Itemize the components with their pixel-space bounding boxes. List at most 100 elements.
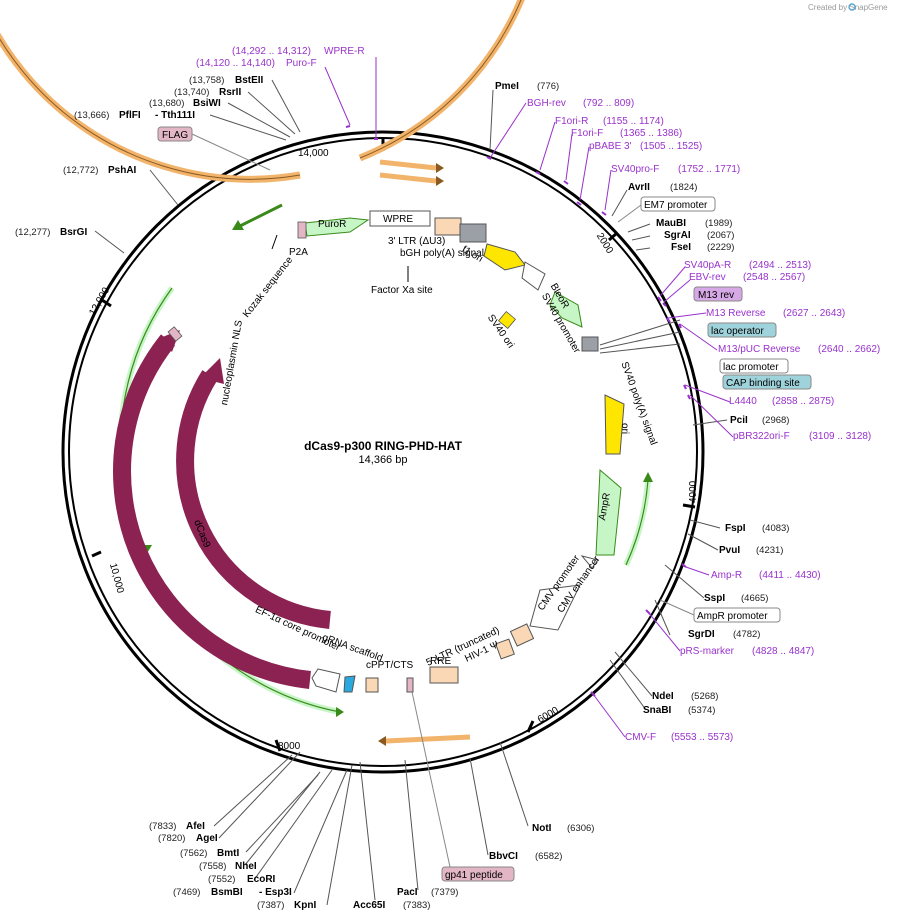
ef1a-promoter-arrow <box>311 668 341 693</box>
green-arc-right-edge <box>625 479 649 566</box>
primer-m13-reverse: M13 Reverse <box>706 308 766 319</box>
enzyme-ndei-pos: (5268) <box>691 691 718 702</box>
primer-bgh-rev-pos: (792 .. 809) <box>583 98 634 109</box>
enzyme-maubi: MauBI <box>656 218 686 229</box>
primer-f1ori-r: F1ori-R <box>555 116 588 127</box>
enzyme-nhei-pos: (7558) <box>199 861 226 872</box>
enzyme-fspi: FspI <box>725 523 746 534</box>
enzyme-pshai-pos: (12,772) <box>63 165 98 176</box>
feature-nucleoplasmin-nls: nucleoplasmin NLS <box>219 319 245 406</box>
nls-box <box>167 326 183 342</box>
dcas9-arc <box>113 334 311 689</box>
feature-cas9: Cas9 <box>226 513 245 539</box>
enzyme-bbvci: BbvCI <box>489 851 518 862</box>
enzyme-ndei: NdeI <box>652 691 674 702</box>
green-arc-top <box>239 203 283 228</box>
orange-arc-top-1 <box>379 159 437 171</box>
m13-rev-label-box: M13 rev <box>693 286 743 302</box>
orange-arc-bottom <box>385 734 471 744</box>
feature-p2a: P2A <box>289 247 308 258</box>
primer-m13-puc-reverse-pos: (2640 .. 2662) <box>818 344 880 355</box>
bgh-polya-box <box>459 223 487 243</box>
enzyme-paci-pos: (7379) <box>431 887 458 898</box>
feature-puror: PuroR <box>318 219 346 230</box>
feature-leader-2 <box>599 331 681 350</box>
enzyme-kpni-pos: (7387) <box>257 900 284 911</box>
enzyme-leaders <box>94 79 728 906</box>
orange-arc-top-2 <box>379 172 437 184</box>
enzyme-pflfi-pos: (13,666) <box>74 110 109 121</box>
enzyme-nhei: NheI <box>235 861 257 872</box>
enzyme-paci: PacI <box>397 887 418 898</box>
m13-rev-label: M13 rev <box>698 290 734 301</box>
feature-cppt: cPPT/CTS <box>366 660 414 671</box>
primer-f1ori-r-pos: (1155 .. 1174) <box>603 116 664 127</box>
enzyme-bsmbi-pos: (7469) <box>173 887 200 898</box>
enzyme-sgrai: SgrAI <box>664 230 691 241</box>
enzyme-afei: AfeI <box>186 821 205 832</box>
primer-m13-reverse-pos: (2627 .. 2643) <box>783 308 845 319</box>
orange-arrow-head-1 <box>436 163 444 173</box>
enzyme-sgrdi: SgrDI <box>688 629 715 640</box>
flag-label-box: FLAG <box>157 126 193 142</box>
primer-amp-r: Amp-R <box>711 570 742 581</box>
primer-pbabe3: pBABE 3' <box>589 141 632 152</box>
primer-sv40pa-r-pos: (2494 .. 2513) <box>749 260 811 271</box>
enzyme-acc65i: Acc65I <box>353 900 385 911</box>
enzyme-bsteii: BstEII <box>235 75 264 86</box>
primer-sv40pro-f: SV40pro-F <box>611 164 659 175</box>
cas9-arrow-head <box>200 358 224 384</box>
enzyme-sgrdi-pos: (4782) <box>733 629 760 640</box>
lac-promoter-label-box: lac promoter <box>719 358 789 374</box>
puror-arrow <box>304 217 370 237</box>
ori-arrow <box>604 394 625 455</box>
green-arrow-head-top <box>232 220 244 230</box>
primer-l4440-pos: (2858 .. 2875) <box>772 396 834 407</box>
enzyme-bsmbi: BsmBI <box>211 887 243 898</box>
enzyme-tth111i: - Tth111I <box>155 110 195 121</box>
plasmid-size: 14,366 bp <box>359 454 408 466</box>
wpre-box <box>369 210 431 227</box>
enzyme-snabi: SnaBI <box>643 705 672 716</box>
tick-8000: 8000 <box>278 741 301 752</box>
primer-m13-puc-reverse: M13/pUC Reverse <box>718 344 801 355</box>
enzyme-bmti: BmtI <box>217 848 239 859</box>
enzyme-sspi-pos: (4665) <box>741 593 768 604</box>
enzyme-agei-pos: (7820) <box>158 833 185 844</box>
enzyme-avrii: AvrII <box>628 182 650 193</box>
tick-6000: 6000 <box>536 705 561 726</box>
primer-ebv-rev-pos: (2548 .. 2567) <box>743 272 805 283</box>
primer-sv40pa-r: SV40pA-R <box>684 260 731 271</box>
enzyme-acc65i-pos: (7383) <box>403 900 430 911</box>
enzyme-rsrii-pos: (13,740) <box>174 87 209 98</box>
enzyme-fspi-pos: (4083) <box>762 523 789 534</box>
cppt-box <box>365 677 379 693</box>
primer-puro-f: Puro-F <box>286 58 317 69</box>
feature-ori: ori <box>619 423 630 434</box>
ampr-promoter-leader <box>659 599 695 616</box>
gp41-box <box>406 677 414 693</box>
flag-label: FLAG <box>162 130 188 141</box>
primer-wpre-r-pos: (14,292 .. 14,312) <box>232 46 311 57</box>
ampr-promoter-label-box: AmpR promoter <box>693 607 781 623</box>
enzyme-avrii-pos: (1824) <box>670 182 697 193</box>
feature-ampr: AmpR <box>597 492 613 521</box>
enzyme-bsiwi: BsiWI <box>193 98 221 109</box>
ltr3-box <box>434 217 462 236</box>
bleor-arrow <box>549 291 583 328</box>
feature-3ltr: 3' LTR (ΔU3) <box>388 236 445 247</box>
em7-promoter-label: EM7 promoter <box>644 200 708 211</box>
enzyme-ecori-pos: (7552) <box>208 874 235 885</box>
orange-arrow-head-bottom <box>378 736 386 746</box>
ampr-arrow <box>595 468 622 556</box>
feature-leader-1 <box>599 319 681 346</box>
enzyme-bsteii-pos: (13,758) <box>189 75 224 86</box>
enzyme-fsei: FseI <box>671 242 691 253</box>
enzyme-sspi: SspI <box>704 593 725 604</box>
primer-f1ori-f: F1ori-F <box>571 128 603 139</box>
primer-cmv-f: CMV-F <box>625 732 656 743</box>
enzyme-afei-pos: (7833) <box>149 821 176 832</box>
feature-leader-3 <box>599 343 681 354</box>
green-arrow-head-bottom <box>336 707 344 717</box>
enzyme-maubi-pos: (1989) <box>705 218 732 229</box>
